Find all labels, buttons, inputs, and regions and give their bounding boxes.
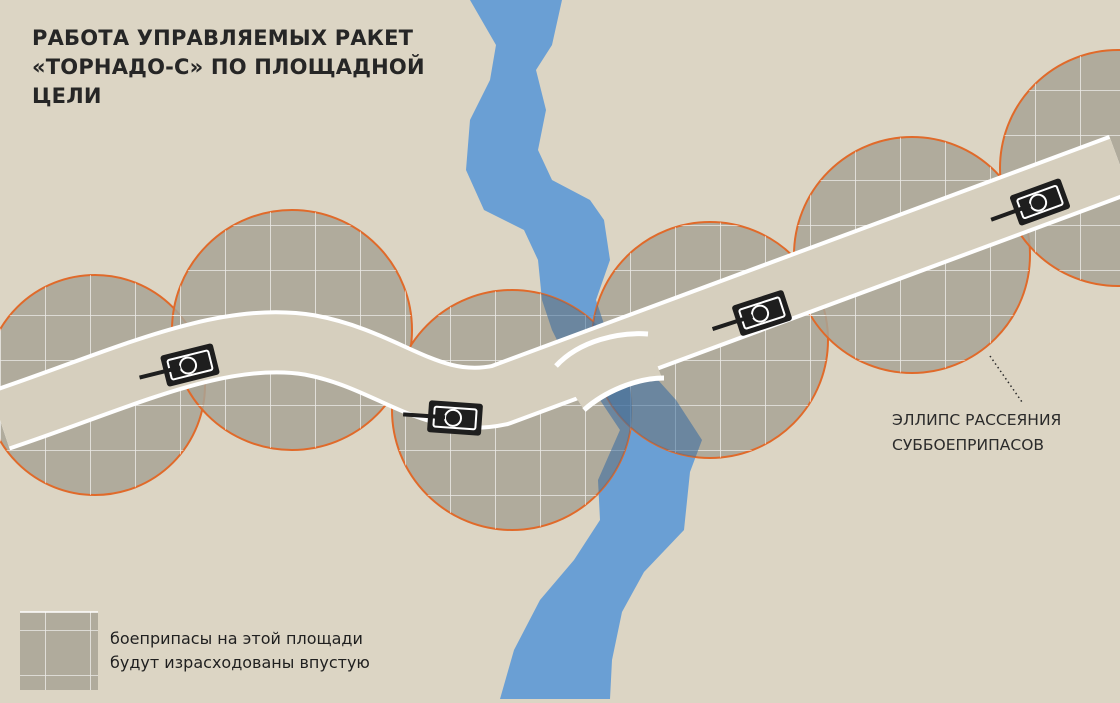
legend-line: боеприпасы на этой площади (110, 629, 363, 648)
tanks (139, 178, 1070, 436)
diagram-title: РАБОТА УПРАВЛЯЕМЫХ РАКЕТ «ТОРНАДО-С» ПО … (32, 24, 452, 111)
label-leader-line (989, 355, 1023, 403)
legend-line: будут израсходованы впустую (110, 653, 370, 672)
road (0, 134, 1120, 451)
title-line: РАБОТА УПРАВЛЯЕМЫХ РАКЕТ (32, 26, 414, 50)
tank-icon (711, 290, 792, 336)
tank-icon (139, 343, 220, 387)
ellipse-label-line: СУББОЕПРИПАСОВ (892, 436, 1045, 454)
ellipse-label: ЭЛЛИПС РАССЕЯНИЯ СУББОЕПРИПАСОВ (892, 408, 1102, 458)
ellipse-label-line: ЭЛЛИПС РАССЕЯНИЯ (892, 411, 1062, 429)
legend-text: боеприпасы на этой площади будут израсхо… (110, 627, 510, 675)
title-line: ЦЕЛИ (32, 84, 102, 108)
bridge (554, 331, 665, 412)
title-line: «ТОРНАДО-С» ПО ПЛОЩАДНОЙ (32, 55, 425, 79)
tank-icon (402, 400, 483, 436)
tank-icon (990, 178, 1070, 226)
legend-swatch (20, 611, 98, 690)
